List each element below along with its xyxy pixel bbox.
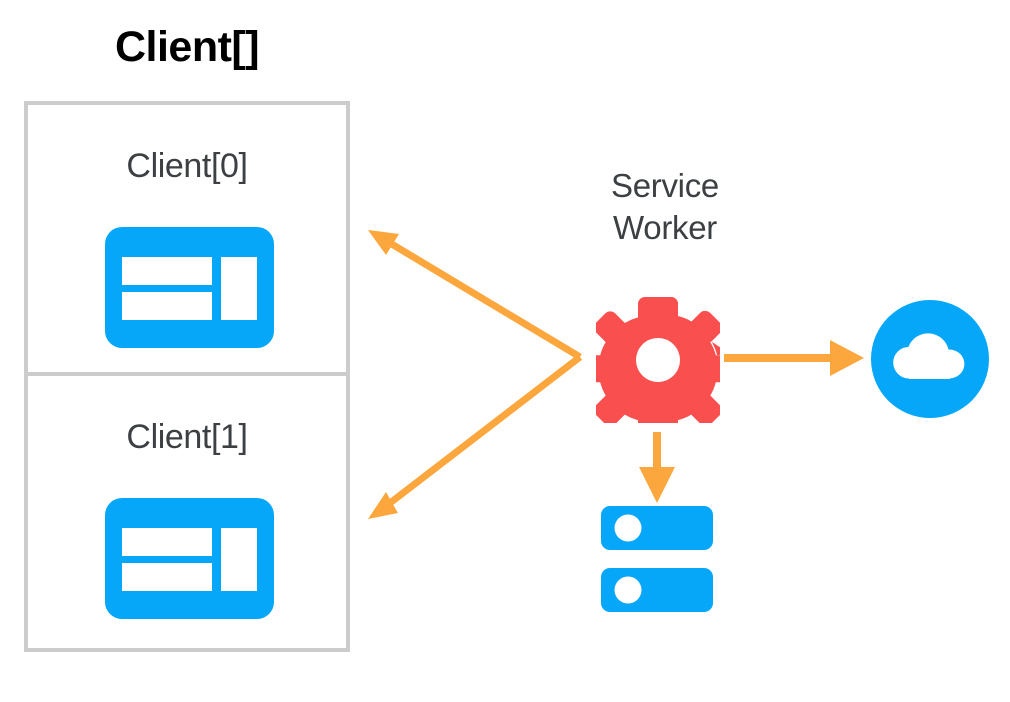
gear-icon <box>596 297 720 423</box>
client-1-label: Client[1] <box>126 418 248 456</box>
arrow-sw-to-storage <box>639 432 675 503</box>
database-icon <box>601 506 713 612</box>
clients-array-container: Client[0] Client[1] <box>24 101 350 652</box>
service-worker-label-line2: Worker <box>613 209 717 247</box>
cloud-icon <box>871 300 989 418</box>
client-cell-0[interactable]: Client[0] <box>28 105 346 376</box>
clients-array-title: Client[] <box>114 23 260 71</box>
arrow-sw-to-client1 <box>368 354 583 519</box>
service-worker-label: Service Worker <box>560 165 770 249</box>
arrow-sw-to-cloud <box>724 340 864 376</box>
client-0-label: Client[0] <box>126 147 248 185</box>
service-worker-label-line1: Service <box>611 167 719 204</box>
client-cell-1[interactable]: Client[1] <box>28 376 346 647</box>
browser-window-icon <box>105 227 274 348</box>
browser-window-icon <box>105 498 274 619</box>
arrow-sw-to-client0 <box>368 230 582 361</box>
